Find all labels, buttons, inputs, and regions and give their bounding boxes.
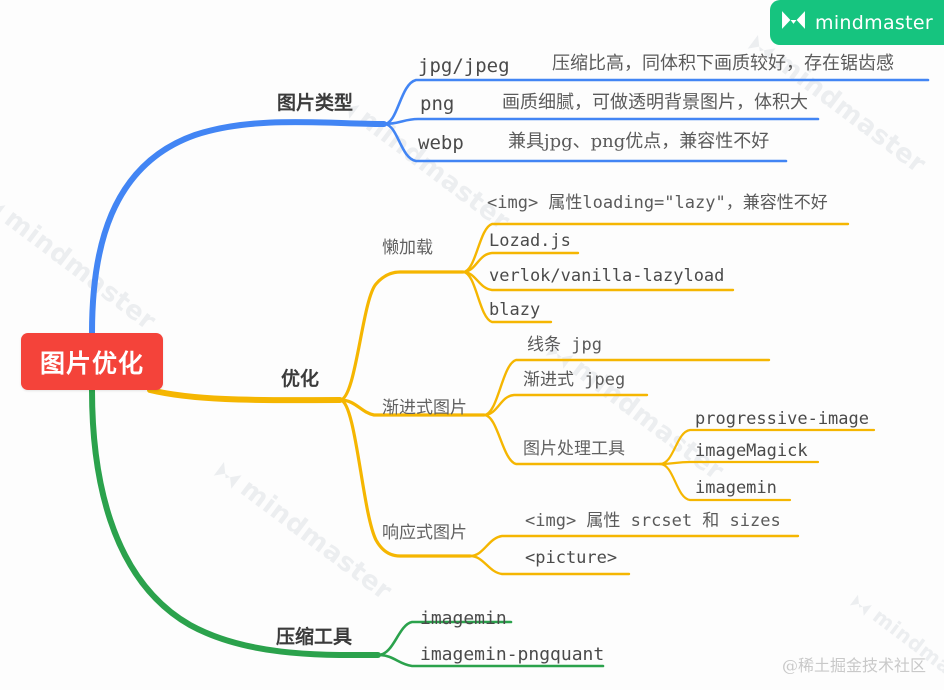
watermark-mindmaster: mindmaster <box>742 28 931 182</box>
node-imagemin-pngquant[interactable]: imagemin-pngquant <box>420 644 605 665</box>
node-png[interactable]: png <box>420 93 455 115</box>
watermark-mindmaster: mindmaster <box>846 588 944 690</box>
node-img-srcset-sizes[interactable]: <img> 属性 srcset 和 sizes <box>525 511 781 531</box>
node-responsive-images[interactable]: 响应式图片 <box>382 523 467 543</box>
node-jpg-jpeg-desc[interactable]: 压缩比高，同体积下画质较好，存在锯齿感 <box>552 53 894 74</box>
node-imagemagick[interactable]: imageMagick <box>695 441 808 461</box>
watermark-mindmaster: mindmaster <box>326 85 515 239</box>
node-jpg-jpeg[interactable]: jpg/jpeg <box>418 55 510 77</box>
node-png-desc[interactable]: 画质细腻，可做透明背景图片，体积大 <box>502 92 808 113</box>
node-lazy-load[interactable]: 懒加载 <box>382 238 433 258</box>
node-img-loading-lazy[interactable]: <img> 属性loading="lazy"，兼容性不好 <box>487 193 828 213</box>
node-picture-element[interactable]: <picture> <box>525 548 618 568</box>
node-imagemin-tool[interactable]: imagemin <box>695 478 777 498</box>
watermark-text: mindmaster <box>352 103 516 237</box>
mindmaster-logo-icon <box>781 10 806 35</box>
node-line-jpg[interactable]: 线条 jpg <box>527 335 602 355</box>
watermark-text: mindmaster <box>0 203 162 337</box>
root-node-label: 图片优化 <box>39 348 144 378</box>
node-progressive-images[interactable]: 渐进式图片 <box>382 398 467 418</box>
mindmap-root-node[interactable]: 图片优化 <box>21 333 163 390</box>
watermark-text: mindmaster <box>234 473 398 607</box>
brand-name-label: mindmaster <box>815 11 933 34</box>
branch-label-image-types[interactable]: 图片类型 <box>277 92 354 114</box>
mindmaster-logo-icon <box>846 590 876 621</box>
mindmaster-logo-icon <box>326 87 363 125</box>
mindmaster-brand-badge[interactable]: mindmaster <box>770 0 944 45</box>
node-image-processing-tools[interactable]: 图片处理工具 <box>523 439 625 459</box>
node-imagemin[interactable]: imagemin <box>420 608 507 629</box>
watermark-text: mindmaster <box>868 603 944 690</box>
watermark-mindmaster: mindmaster <box>208 455 397 609</box>
node-progressive-jpeg[interactable]: 渐进式 jpeg <box>523 370 626 390</box>
node-webp[interactable]: webp <box>418 132 464 154</box>
node-vanilla-lazyload[interactable]: verlok/vanilla-lazyload <box>489 266 725 286</box>
footer-credit-watermark: @稀土掘金技术社区 <box>781 656 926 675</box>
branch-label-optimization[interactable]: 优化 <box>281 368 320 390</box>
mindmaster-logo-icon <box>742 30 779 68</box>
node-lozad-js[interactable]: Lozad.js <box>489 231 571 251</box>
branch-label-compression-tools[interactable]: 压缩工具 <box>276 626 353 648</box>
node-blazy[interactable]: blazy <box>489 300 541 320</box>
node-progressive-image-lib[interactable]: progressive-image <box>695 409 869 429</box>
watermark-mindmaster: mindmaster <box>0 185 161 339</box>
node-webp-desc[interactable]: 兼具jpg、png优点，兼容性不好 <box>508 131 770 152</box>
